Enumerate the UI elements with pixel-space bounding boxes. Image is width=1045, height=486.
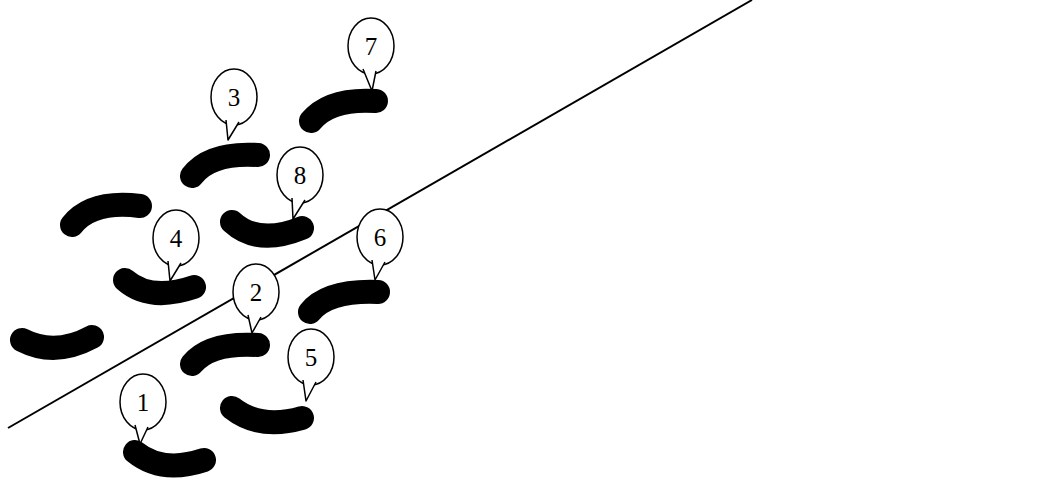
bacterium — [125, 280, 194, 293]
callout-number: 8 — [294, 163, 307, 188]
bacterium — [310, 292, 378, 312]
bacterium — [232, 222, 302, 236]
bacterium — [192, 155, 258, 176]
divider-line — [8, 0, 752, 428]
callout-balloon — [153, 210, 199, 266]
callout-number: 5 — [305, 345, 318, 370]
callout-balloon — [288, 329, 334, 385]
callout-tail — [372, 260, 385, 280]
callout-balloon — [277, 147, 323, 203]
callout-number: 3 — [228, 85, 241, 110]
callout-number: 1 — [137, 390, 150, 415]
callout-tail — [292, 198, 305, 219]
callout-tail — [303, 380, 316, 401]
callout-balloon — [120, 374, 166, 430]
bacterium — [22, 337, 92, 348]
callout-number: 7 — [365, 34, 378, 59]
callout-balloon — [233, 264, 279, 320]
callout-tail — [226, 120, 239, 140]
callout-number: 2 — [250, 280, 263, 305]
callout-balloon — [348, 18, 394, 74]
bacterium — [311, 101, 376, 121]
callout-tail — [135, 425, 148, 444]
callout-balloons — [120, 18, 403, 444]
bacteria-cells — [22, 101, 378, 466]
callout-tail — [168, 261, 181, 281]
callout-number: 4 — [170, 226, 183, 251]
callout-tail — [363, 69, 376, 91]
callout-tail — [248, 315, 261, 333]
callout-balloon — [211, 69, 257, 125]
bacterium — [72, 205, 140, 225]
bacterium — [192, 345, 258, 364]
callout-number: 6 — [374, 225, 387, 250]
bacterium — [232, 408, 302, 422]
callout-balloon — [357, 209, 403, 265]
bacterium — [135, 452, 204, 465]
